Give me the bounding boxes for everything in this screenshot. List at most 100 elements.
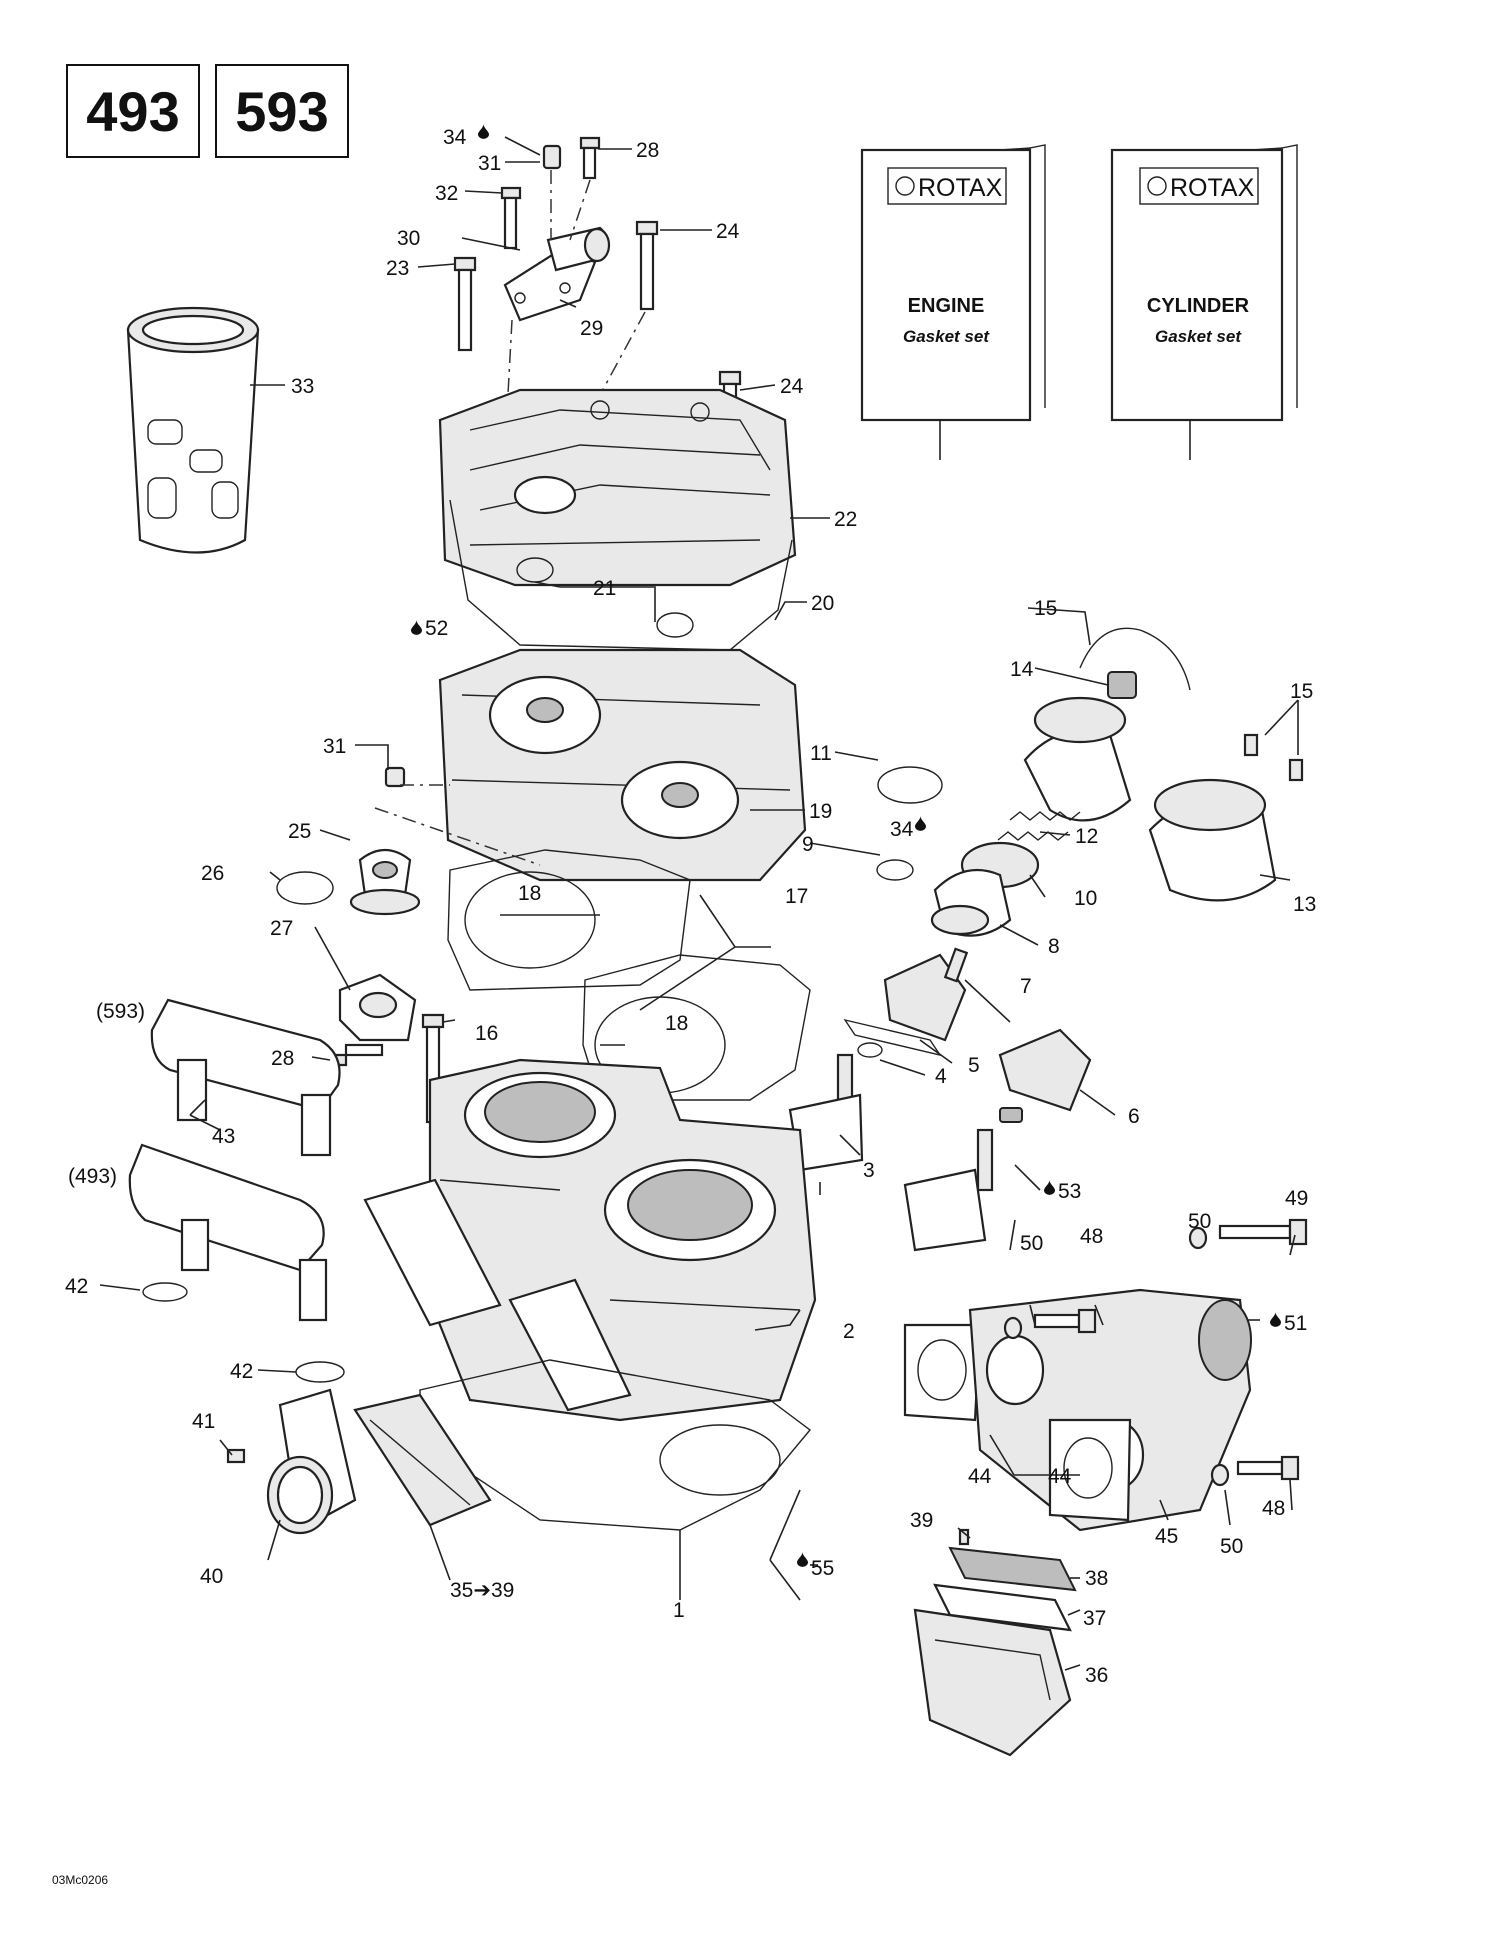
cylinder-kit-logo-frame bbox=[1139, 167, 1259, 205]
screw-41 bbox=[226, 1448, 246, 1464]
callout: 48 bbox=[1262, 1497, 1285, 1520]
cylinder-head-gasket-1 bbox=[447, 849, 691, 991]
callout: 38 bbox=[1085, 1567, 1108, 1590]
spring-12 bbox=[997, 811, 1081, 841]
thermostat-gasket-ring bbox=[276, 871, 334, 905]
valve-housing-8 bbox=[930, 868, 1012, 937]
lubricant-drop-icon bbox=[478, 124, 489, 139]
hose-clamp-42a bbox=[142, 1282, 188, 1302]
callout: 31 bbox=[323, 735, 346, 758]
cylinder-head bbox=[438, 648, 807, 882]
callout: 16 bbox=[475, 1022, 498, 1045]
rave-valve-cover bbox=[1023, 696, 1132, 822]
water-manifold-593 bbox=[150, 998, 341, 1157]
callout: 31 bbox=[478, 152, 501, 175]
callout: 34 bbox=[890, 818, 914, 841]
rotax-gear-icon bbox=[895, 176, 915, 196]
retaining-clip-15 bbox=[1079, 627, 1191, 691]
callout: 42 bbox=[65, 1275, 88, 1298]
callout: 29 bbox=[580, 317, 603, 340]
drawing-code: 03Mc0206 bbox=[52, 1873, 109, 1887]
callout-labels: 34 31 28 32 30 24 23 29 33 24 22 21 20 5… bbox=[65, 126, 1316, 1687]
exhaust-manifold-flange-gasket-b bbox=[1048, 1418, 1132, 1522]
thermostat bbox=[349, 848, 421, 916]
callout: 8 bbox=[1048, 935, 1060, 958]
callout: 12 bbox=[1075, 825, 1098, 848]
bolt-23 bbox=[453, 256, 477, 352]
callout: 1 bbox=[673, 1599, 685, 1622]
engine-gasket-kit: ROTAX ENGINE Gasket set bbox=[860, 144, 1046, 422]
model-tag-593: 593 bbox=[215, 64, 349, 158]
callout: 41 bbox=[192, 1410, 215, 1433]
callout: 24 bbox=[780, 375, 804, 398]
engine-kit-title: ENGINE bbox=[908, 295, 985, 317]
callout: 2 bbox=[843, 1320, 855, 1343]
callout: 33 bbox=[291, 375, 314, 398]
callout: 19 bbox=[809, 800, 832, 823]
callout: 32 bbox=[435, 182, 458, 205]
callout: 5 bbox=[968, 1054, 980, 1077]
bolt-28 bbox=[579, 136, 601, 180]
valve-housing-6b bbox=[998, 1028, 1092, 1112]
spring-retainer-14 bbox=[1107, 671, 1137, 699]
cylinder-kit-subtitle: Gasket set bbox=[1155, 327, 1242, 346]
cylinder-kit-brand: ROTAX bbox=[1170, 174, 1255, 202]
intake-flange-frames bbox=[363, 1178, 632, 1412]
engine-kit-logo-frame bbox=[887, 167, 1007, 205]
callout: 17 bbox=[785, 885, 808, 908]
thermostat-housing bbox=[338, 973, 417, 1042]
bolt-49 bbox=[1218, 1218, 1308, 1246]
cylinder-head-cover bbox=[438, 388, 797, 587]
callout: 34 bbox=[443, 126, 467, 149]
cylinder-kit-title: CYLINDER bbox=[1147, 295, 1250, 317]
callout: 7 bbox=[1020, 975, 1032, 998]
callout: 15 bbox=[1290, 680, 1313, 703]
bolt-48a bbox=[1033, 1308, 1097, 1334]
callout: 27 bbox=[270, 917, 293, 940]
callout: 23 bbox=[386, 257, 409, 280]
lubricant-drop-icon bbox=[1270, 1312, 1281, 1327]
head-cover-gasket bbox=[449, 499, 793, 651]
reed-petal-38 bbox=[948, 1546, 1077, 1592]
callout: 45 bbox=[1155, 1525, 1178, 1548]
callout: 48 bbox=[1080, 1225, 1103, 1248]
callout: 14 bbox=[1010, 658, 1034, 681]
lubricant-drop-icon bbox=[915, 816, 926, 831]
washer-50c bbox=[1210, 1463, 1230, 1487]
exhaust-manifold-flange-gasket-a bbox=[903, 1323, 982, 1422]
model-tag-493: 493 bbox=[66, 64, 200, 158]
callout-variant-493: (493) bbox=[68, 1165, 117, 1188]
callout: 44 bbox=[1048, 1465, 1072, 1488]
screws-15 bbox=[1243, 733, 1304, 782]
callout: 37 bbox=[1083, 1607, 1106, 1630]
carburetor-adaptor bbox=[266, 1388, 357, 1535]
callout: 36 bbox=[1085, 1664, 1108, 1687]
engine-gasket-kit-bag bbox=[860, 148, 1032, 422]
rotax-gear-icon bbox=[1147, 176, 1167, 196]
water-manifold-493 bbox=[128, 1143, 328, 1322]
callout: 39 bbox=[910, 1509, 933, 1532]
callout: 22 bbox=[834, 508, 857, 531]
nut-31-head bbox=[384, 766, 406, 788]
callout: 52 bbox=[425, 617, 448, 640]
callout: 20 bbox=[811, 592, 834, 615]
callout: 11 bbox=[810, 742, 832, 765]
callout: 50 bbox=[1220, 1535, 1243, 1558]
bolt-32 bbox=[500, 186, 522, 250]
callout: 40 bbox=[200, 1565, 223, 1588]
lubricant-drop-icon bbox=[411, 620, 422, 635]
callout: 4 bbox=[935, 1065, 947, 1088]
callout: 42 bbox=[230, 1360, 253, 1383]
callout: 44 bbox=[968, 1465, 992, 1488]
hose-clamp-42b bbox=[295, 1361, 345, 1383]
o-ring-9 bbox=[876, 859, 914, 881]
callout: 35➔39 bbox=[450, 1579, 514, 1602]
callout: 24 bbox=[716, 220, 740, 243]
callout: 28 bbox=[636, 139, 659, 162]
lubricant-drop-icon bbox=[797, 1552, 808, 1567]
cylinder-sleeve bbox=[126, 306, 260, 554]
washer-50b bbox=[1188, 1226, 1208, 1250]
screw-7 bbox=[943, 947, 969, 983]
nut-31 bbox=[542, 144, 562, 170]
